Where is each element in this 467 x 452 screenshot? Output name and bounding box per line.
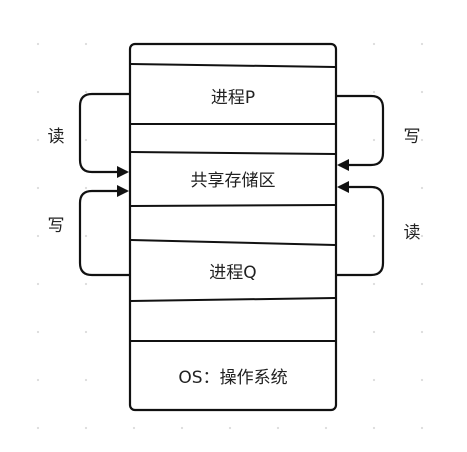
arrow-q-write-label: 写 <box>48 216 65 236</box>
divider-line <box>130 63 336 68</box>
divider-line <box>130 297 336 302</box>
divider-line <box>130 204 336 207</box>
arrow-q-write <box>78 185 130 277</box>
arrow-p-write-label: 写 <box>404 127 421 147</box>
memory-column-outline <box>128 42 338 412</box>
arrow-p-read <box>78 92 130 178</box>
process-p-label: 进程P <box>211 88 255 108</box>
shared-memory-label: 共享存储区 <box>191 171 276 191</box>
arrow-p-write <box>336 94 385 171</box>
divider-line <box>130 151 336 155</box>
arrow-q-read <box>336 181 385 277</box>
arrow-q-read-label: 读 <box>404 223 421 243</box>
divider-line <box>130 239 336 246</box>
os-label: OS：操作系统 <box>178 368 287 388</box>
arrow-p-read-label: 读 <box>48 127 65 147</box>
process-q-label: 进程Q <box>209 263 256 283</box>
